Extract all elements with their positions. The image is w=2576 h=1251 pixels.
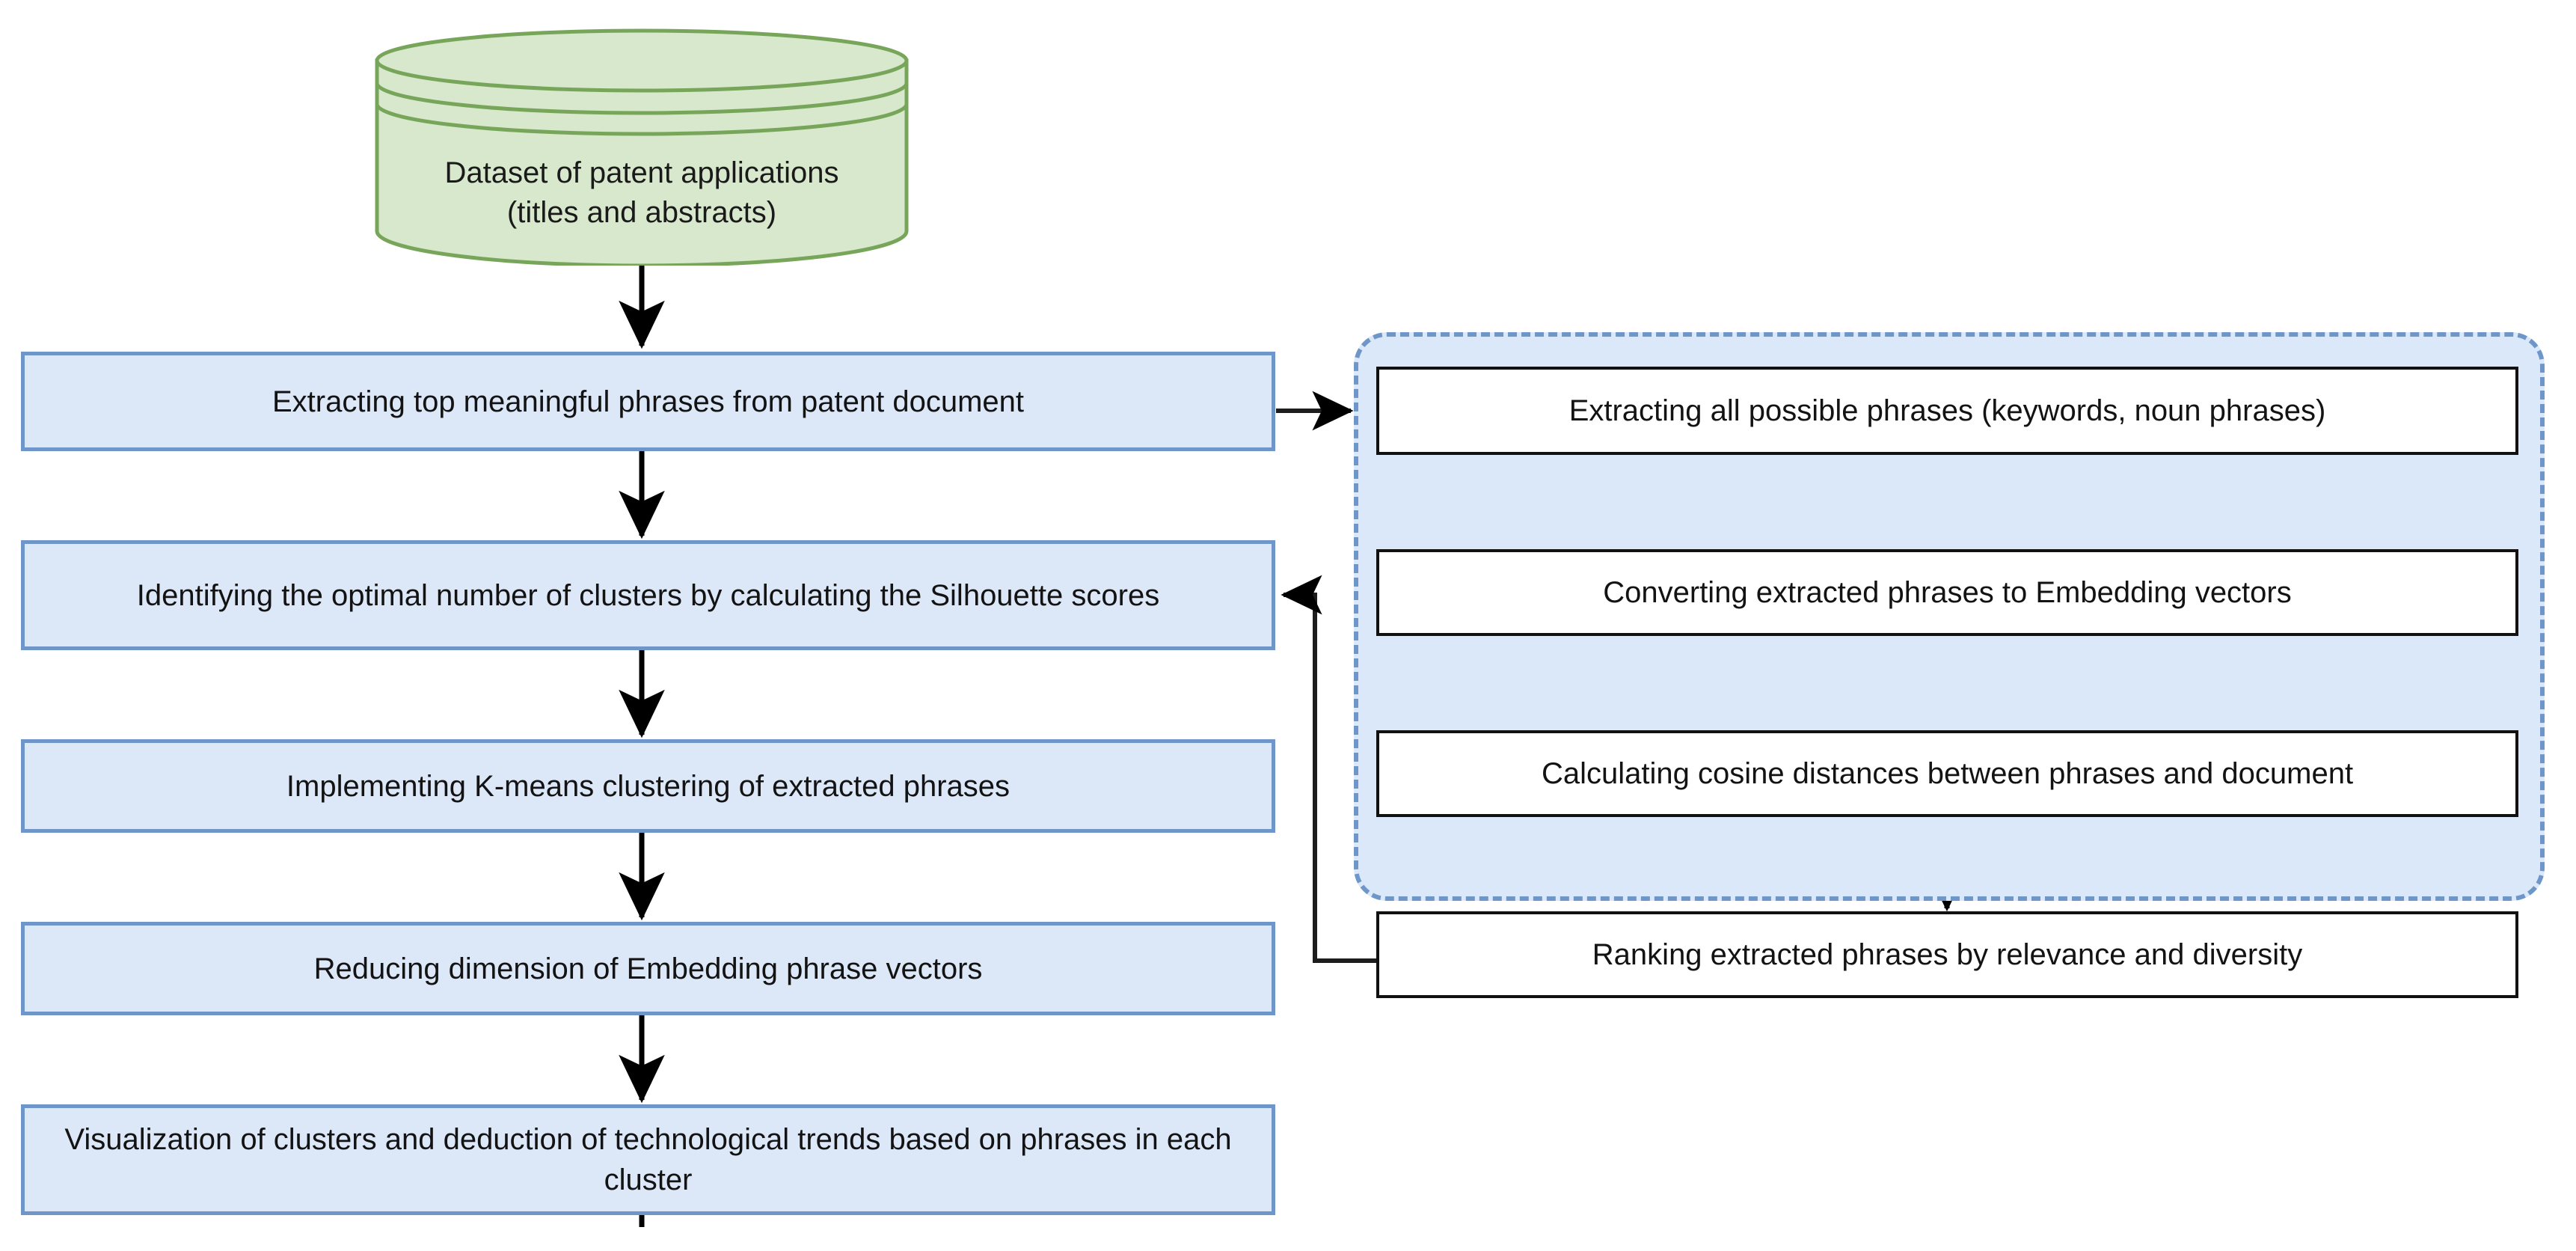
process-box-optimal-clusters[interactable]: Identifying the optimal number of cluste… — [21, 540, 1275, 650]
subprocess-label: Ranking extracted phrases by relevance a… — [1592, 938, 2303, 971]
dataset-cylinder[interactable]: Dataset of patent applications (titles a… — [374, 26, 910, 266]
process-label: Visualization of clusters and deduction … — [64, 1123, 1232, 1196]
process-box-reduce-dimension[interactable]: Reducing dimension of Embedding phrase v… — [21, 922, 1275, 1015]
process-label: Implementing K-means clustering of extra… — [286, 769, 1011, 803]
subprocess-box-cosine-distance[interactable]: Calculating cosine distances between phr… — [1376, 730, 2518, 817]
process-label: Identifying the optimal number of cluste… — [136, 578, 1160, 612]
subprocess-label: Calculating cosine distances between phr… — [1541, 757, 2354, 790]
process-label: Extracting top meaningful phrases from p… — [272, 385, 1024, 418]
subprocess-label: Converting extracted phrases to Embeddin… — [1603, 576, 2292, 609]
cylinder-shape-icon — [375, 28, 909, 266]
subprocess-box-embed-phrases[interactable]: Converting extracted phrases to Embeddin… — [1376, 549, 2518, 636]
process-box-extract-phrases[interactable]: Extracting top meaningful phrases from p… — [21, 352, 1275, 451]
process-label: Reducing dimension of Embedding phrase v… — [313, 952, 983, 985]
process-box-kmeans[interactable]: Implementing K-means clustering of extra… — [21, 739, 1275, 833]
subprocess-label: Extracting all possible phrases (keyword… — [1568, 394, 2326, 427]
subprocess-box-rank-phrases[interactable]: Ranking extracted phrases by relevance a… — [1376, 911, 2518, 998]
dataset-cylinder-label: Dataset of patent applications (titles a… — [374, 153, 910, 233]
dataset-line-2: (titles and abstracts) — [506, 195, 777, 229]
dataset-line-1: Dataset of patent applications — [444, 156, 839, 189]
process-box-visualize[interactable]: Visualization of clusters and deduction … — [21, 1104, 1275, 1215]
subprocess-box-extract-all[interactable]: Extracting all possible phrases (keyword… — [1376, 367, 2518, 455]
